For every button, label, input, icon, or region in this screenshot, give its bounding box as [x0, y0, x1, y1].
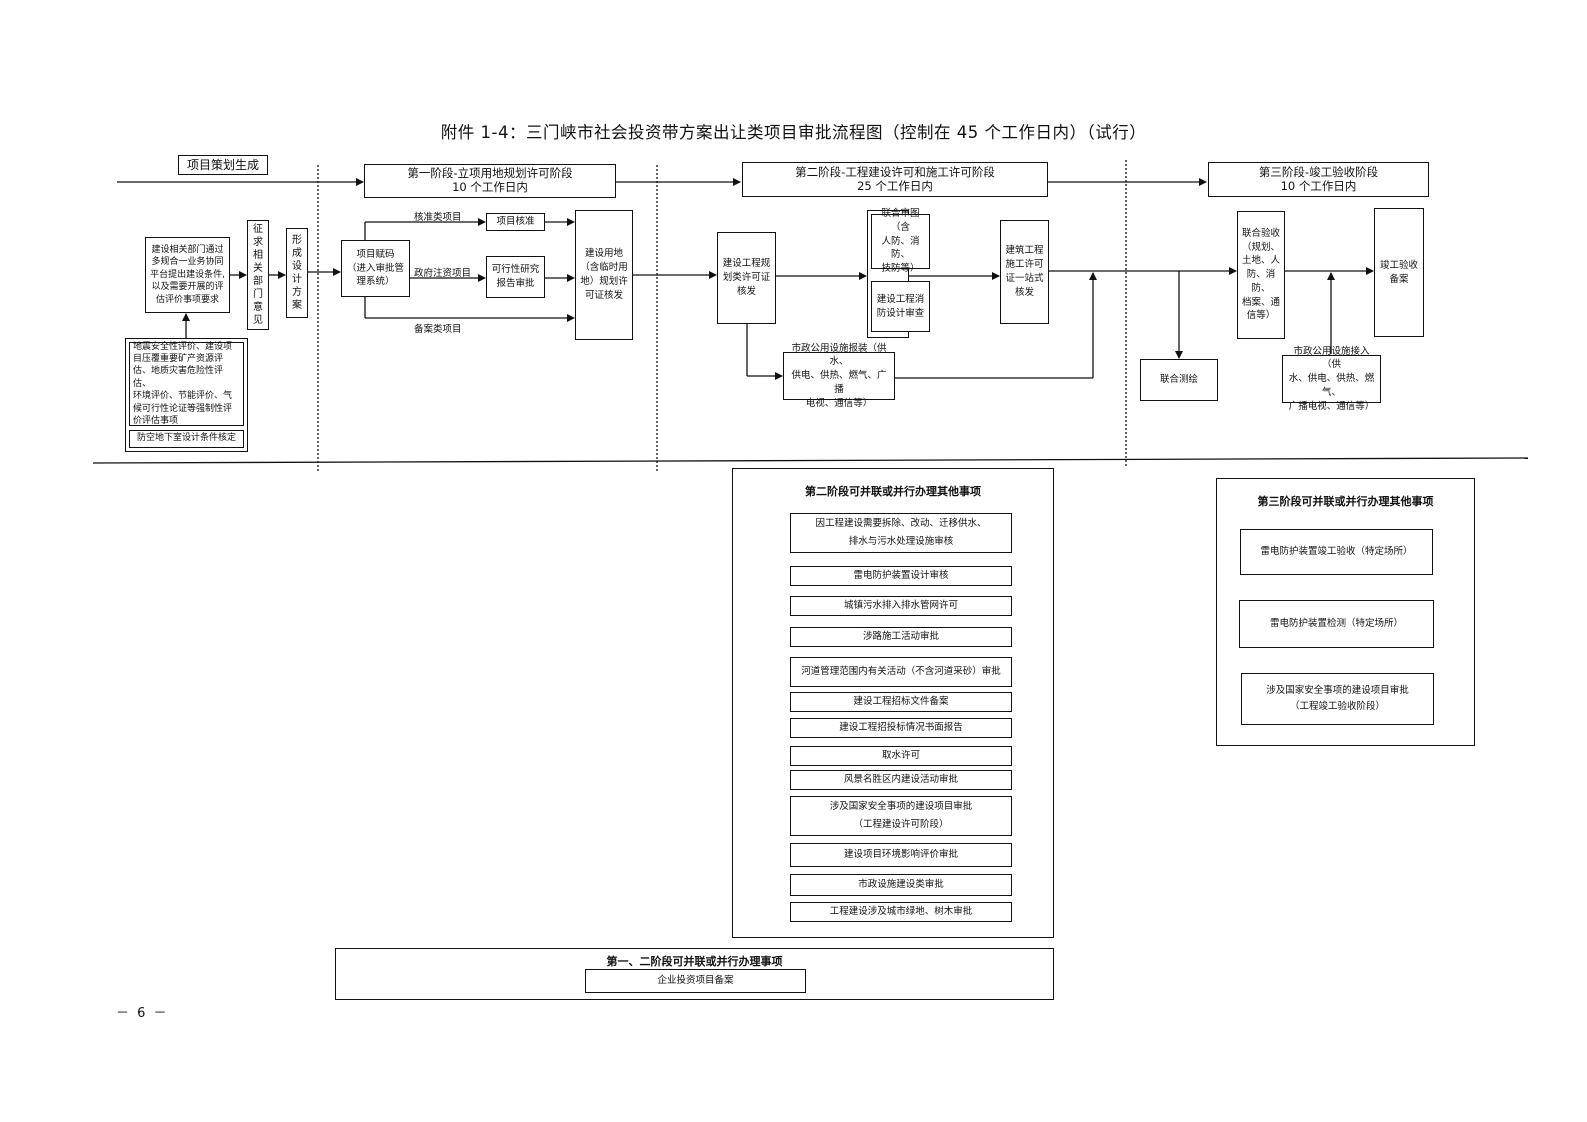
- stage2-item: 涉及国家安全事项的建设项目审批 （工程建设许可阶段）: [790, 796, 1012, 836]
- project-approval-box: 项目核准: [486, 213, 545, 231]
- approve-project-label: 核准类项目: [414, 212, 462, 223]
- stage2-item: 市政设施建设类审批: [790, 874, 1012, 896]
- page-title: 附件 1-4：三门峡市社会投资带方案出让类项目审批流程图（控制在 45 个工作日…: [440, 123, 1147, 142]
- completion-record-box: 竣工验收 备案: [1374, 208, 1424, 337]
- stage2-item: 涉路施工活动审批: [790, 627, 1012, 647]
- stage3-item: 雷电防护装置检测（特定场所）: [1239, 600, 1434, 648]
- joint-survey-box: 联合测绘: [1140, 359, 1218, 401]
- stage3-item: 涉及国家安全事项的建设项目审批 （工程竣工验收阶段）: [1241, 673, 1434, 725]
- construction-permit-box: 建筑工程 施工许可 证一站式 核发: [1000, 220, 1049, 324]
- utility-apply-box: 市政公用设施报装（供水、 供电、供热、燃气、广播 电视、通信等）: [783, 343, 895, 409]
- design-plan-box: 形 成 设 计 方 案: [286, 228, 308, 318]
- propose-conditions-box: 建设相关部门通过 多规合一业务协同 平台提出建设条件, 以及需要开展的评 估评价…: [145, 237, 230, 313]
- project-code-box: 项目赋码 （进入审批管 理系统）: [341, 240, 410, 297]
- joint-acceptance-box: 联合验收 （规划、 土地、人 防、消防、 档案、通 信等）: [1237, 211, 1285, 339]
- civil-air-defense-box: 防空地下室设计条件核定: [129, 430, 244, 448]
- planning-permit-box: 建设工程规 划类许可证 核发: [717, 232, 776, 324]
- stage2-item: 建设工程招投标情况书面报告: [790, 718, 1012, 738]
- stage2-item: 河道管理范围内有关活动（不含河道采砂）审批: [790, 657, 1012, 687]
- stage2-header: 第二阶段-工程建设许可和施工许可阶段 25 个工作日内: [742, 162, 1048, 197]
- joint-review-box: 联合审图（含 人防、消防、 技防等）: [871, 208, 930, 274]
- stage2-item: 城镇污水排入排水管网许可: [790, 596, 1012, 616]
- feasibility-box: 可行性研究 报告审批: [486, 256, 545, 298]
- stage3-parallel-title: 第三阶段可并联或并行办理其他事项: [1257, 495, 1434, 508]
- utility-connect-box: 市政公用设施接入（供 水、供电、供热、燃气、 广播电视、通信等）: [1282, 346, 1381, 412]
- stage1-header: 第一阶段-立项用地规划许可阶段 10 个工作日内: [364, 164, 616, 198]
- stage2-item: 建设工程招标文件备案: [790, 692, 1012, 712]
- record-project-label: 备案类项目: [414, 324, 462, 335]
- stage2-item: 取水许可: [790, 746, 1012, 766]
- stage3-header: 第三阶段-竣工验收阶段 10 个工作日内: [1208, 162, 1429, 197]
- evaluations-box: 地震安全性评价、建设项 目压覆重要矿产资源评 估、地质灾害危险性评估、 环境评价…: [129, 342, 244, 426]
- land-permit-box: 建设用地 （含临时用 地）规划许 可证核发: [575, 210, 633, 340]
- stage2-item: 风景名胜区内建设活动审批: [790, 770, 1012, 790]
- stage3-item: 雷电防护装置竣工验收（特定场所）: [1240, 529, 1433, 575]
- stage2-parallel-title: 第二阶段可并联或并行办理其他事项: [805, 485, 981, 498]
- stage2-item: 工程建设涉及城市绿地、树木审批: [790, 902, 1012, 922]
- stage2-item: 因工程建设需要拆除、改动、迁移供水、 排水与污水处理设施审核: [790, 513, 1012, 553]
- stage2-item: 建设项目环境影响评价审批: [790, 843, 1012, 867]
- stage2-item: 雷电防护装置设计审核: [790, 566, 1012, 586]
- gov-funded-label: 政府注资项目: [414, 268, 472, 279]
- page-number: － 6 －: [116, 1006, 169, 1021]
- stage12-item: 企业投资项目备案: [585, 969, 806, 993]
- project-planning-header: 项目策划生成: [178, 155, 268, 175]
- stage12-parallel-title: 第一、二阶段可并联或并行办理事项: [606, 955, 783, 968]
- solicit-opinions-box: 征 求 相 关 部 门 意 见: [247, 220, 269, 330]
- fire-review-box: 建设工程消 防设计审查: [871, 281, 930, 332]
